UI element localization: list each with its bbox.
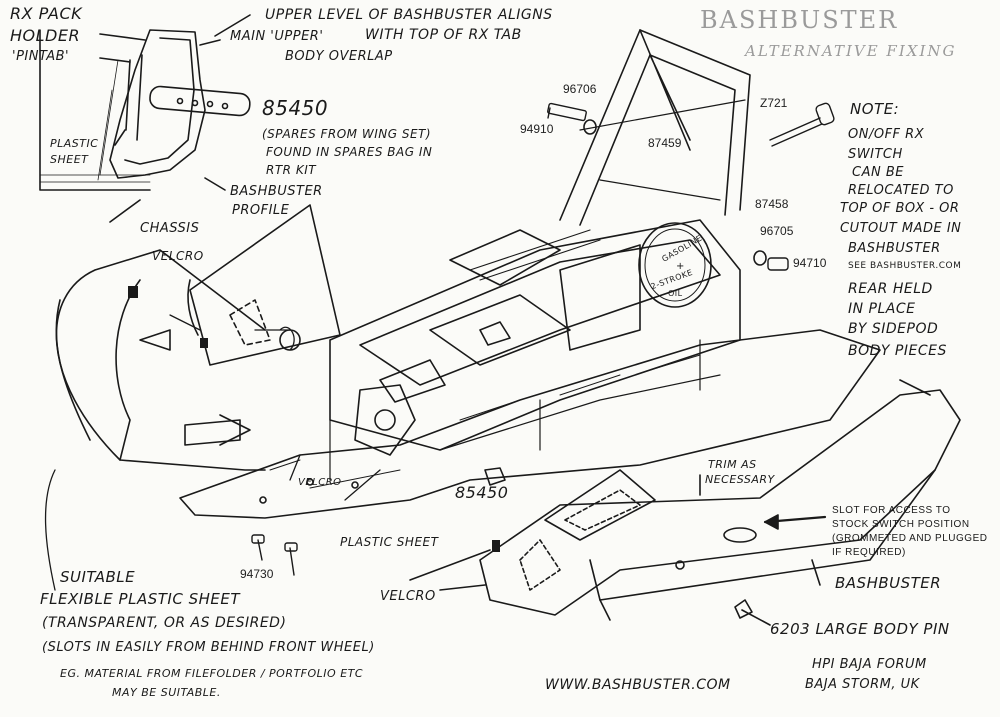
screw-94910 [547,102,587,122]
label-sheet: SHEET [50,153,89,166]
page-subtitle: Alternative Fixing [745,42,957,60]
label-website: WWW.BASHBUSTER.COM [545,677,731,693]
rear-note-4: BODY PIECES [848,343,947,359]
note-line-9: SEE BASHBUSTER.COM [848,261,962,271]
label-bashbuster-profile: BASHBUSTER [230,184,323,199]
label-velcro-mid: VELCRO [298,477,342,488]
washer-96705 [753,250,767,266]
label-forum-2: BAJA STORM, UK [805,677,920,692]
note-line-5: RELOCATED TO [848,183,954,198]
label-velcro-bottom: VELCRO [380,589,436,604]
front-plastic-sheet [55,204,341,471]
label-upper-level: UPPER LEVEL OF BASHBUSTER ALIGNS [265,7,553,23]
eg-line-1: EG. MATERIAL FROM FILEFOLDER / PORTFOLIO… [60,667,364,680]
part-Z721: Z721 [760,96,788,110]
note-line-4: CAN BE [852,165,904,180]
screw-Z721 [769,102,835,147]
label-chassis: CHASSIS [140,221,200,236]
tank-label-2: + [676,261,685,272]
label-rtr-kit: RTR KIT [266,163,317,177]
slot-note-3: (GROMMETED AND PLUGGED [832,533,988,544]
label-plastic: PLASTIC [50,137,99,150]
label-plastic-sheet-mid: PLASTIC SHEET [340,535,439,549]
chassis-drawing [179,29,881,576]
label-85450-mid: 85450 [455,483,509,502]
suitable-2: FLEXIBLE PLASTIC SHEET [40,590,240,608]
label-found-in-spares: FOUND IN SPARES BAG IN [266,145,433,159]
label-forum-1: HPI BAJA FORUM [812,657,927,672]
slot-note-1: SLOT FOR ACCESS TO [832,505,951,516]
label-trim-2: NECESSARY [705,473,775,486]
label-velcro-top: VELCRO [152,249,204,263]
label-trim-1: TRIM AS [708,458,757,471]
page-title: BASHBUSTER [700,6,899,34]
rear-note-3: BY SIDEPOD [848,321,939,337]
rear-note-1: REAR HELD [848,281,933,297]
note-heading: NOTE: [850,100,900,118]
label-spares-from-wing: (SPARES FROM WING SET) [262,127,432,141]
label-body-pin: 6203 LARGE BODY PIN [770,620,950,638]
inset-profile-sketch [39,14,251,223]
label-upper-level-2: WITH TOP OF RX TAB [365,27,522,43]
rear-note-2: IN PLACE [848,301,916,317]
screws-94730 [251,534,298,576]
label-main-upper: MAIN 'UPPER' [230,29,324,44]
part-87459: 87459 [648,136,682,150]
note-line-6: TOP OF BOX - OR [840,201,960,216]
part-96705: 96705 [760,224,794,238]
part-94910: 94910 [520,122,554,136]
suitable-1: SUITABLE [60,568,136,586]
label-holder: HOLDER [10,26,81,45]
label-pintab: 'PINTAB' [12,49,70,64]
part-96706: 96706 [563,82,597,96]
slot-note-4: IF REQUIRED) [832,547,906,558]
label-85450-top: 85450 [262,96,329,120]
tank-label-4: OIL [668,289,683,298]
note-line-7: CUTOUT MADE IN [840,221,962,236]
label-body-overlap: BODY OVERLAP [285,49,393,64]
label-bashbuster: BASHBUSTER [835,574,942,592]
note-line-3: SWITCH [848,147,903,162]
label-profile: PROFILE [232,203,290,218]
screw-94710 [767,257,789,271]
washer-96706 [583,119,597,135]
suitable-3: (TRANSPARENT, OR AS DESIRED) [42,615,287,631]
part-87458: 87458 [755,197,789,211]
suitable-4: (SLOTS IN EASILY FROM BEHIND FRONT WHEEL… [42,640,375,655]
eg-line-2: MAY BE SUITABLE. [112,686,221,699]
part-94730: 94730 [240,567,274,581]
rear-bashbuster-piece [409,379,961,626]
part-94710: 94710 [793,256,827,270]
note-line-8: BASHBUSTER [848,241,941,256]
note-line-2: ON/OFF RX [848,127,925,142]
slot-note-2: STOCK SWITCH POSITION [832,519,970,530]
leader-lines [44,314,381,591]
label-rx-pack: RX PACK [10,4,83,23]
